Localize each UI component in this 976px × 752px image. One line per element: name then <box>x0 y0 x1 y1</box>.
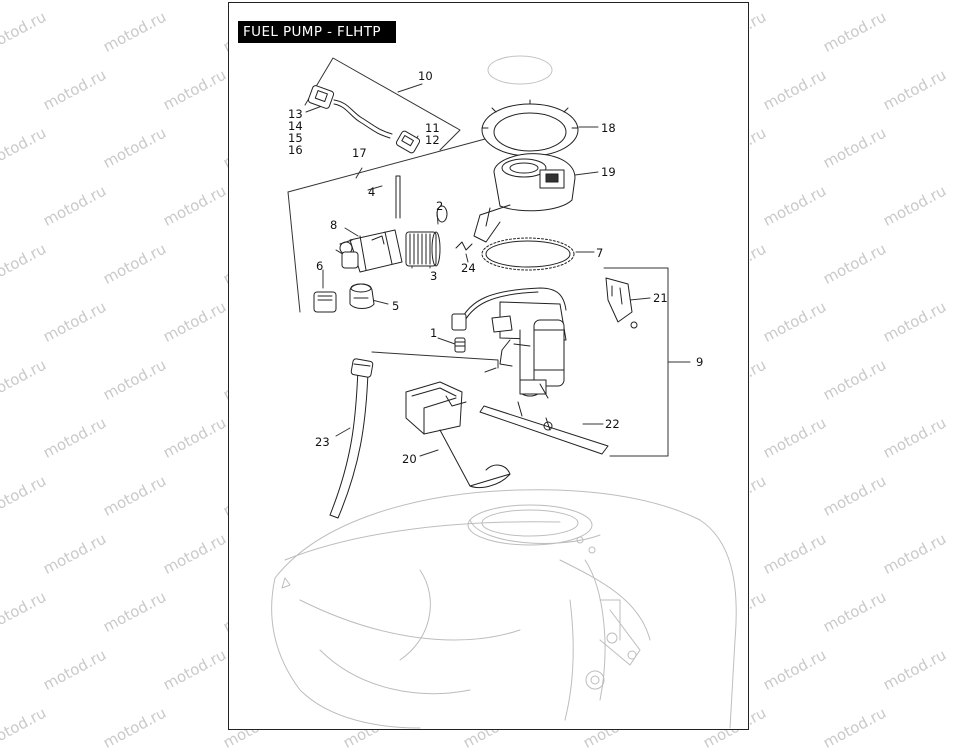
part-6 <box>313 291 337 313</box>
callout-16: 16 <box>288 143 303 157</box>
filter-3 <box>405 231 441 267</box>
callout-20: 20 <box>402 452 417 466</box>
callout-12: 12 <box>425 133 440 147</box>
callout-24: 24 <box>461 261 476 275</box>
callout-4: 4 <box>368 185 376 199</box>
float-arm-20 <box>405 381 511 488</box>
callout-6: 6 <box>316 259 324 273</box>
callout-2: 2 <box>436 199 444 213</box>
bracket-22 <box>479 401 609 455</box>
exploded-view-drawing <box>271 55 737 729</box>
callout-22: 22 <box>605 417 620 431</box>
gasket-7 <box>481 237 575 271</box>
callout-14: 14 <box>288 119 303 133</box>
diagram-title: FUEL PUMP - FLHTP <box>238 21 396 43</box>
pump-8 <box>335 229 403 273</box>
callout-1: 1 <box>430 326 438 340</box>
callout-10: 10 <box>418 69 433 83</box>
clip-4 <box>395 175 401 219</box>
callout-11: 11 <box>425 121 440 135</box>
wiring-harness <box>307 85 421 154</box>
fuel-tank-outline <box>271 489 737 729</box>
o-ring-2 <box>436 205 448 223</box>
callout-5: 5 <box>392 299 400 313</box>
sender-21 <box>605 277 638 329</box>
callout-7: 7 <box>596 246 604 260</box>
callout-9: 9 <box>696 355 704 369</box>
callout-17: 17 <box>352 146 367 160</box>
callout-13: 13 <box>288 107 303 121</box>
callout-21: 21 <box>653 291 668 305</box>
hose-23 <box>329 358 374 519</box>
callout-18: 18 <box>601 121 616 135</box>
callout-23: 23 <box>315 435 330 449</box>
callout-3: 3 <box>430 269 438 283</box>
flange-assembly-19 <box>473 153 576 243</box>
part-5 <box>349 283 375 309</box>
pump-module <box>451 287 567 399</box>
top-plate-ghost <box>487 55 553 85</box>
fitting-1 <box>454 337 466 353</box>
spring-24 <box>455 241 473 251</box>
callout-8: 8 <box>330 218 338 232</box>
callout-19: 19 <box>601 165 616 179</box>
callout-15: 15 <box>288 131 303 145</box>
retaining-ring-18 <box>481 99 579 157</box>
